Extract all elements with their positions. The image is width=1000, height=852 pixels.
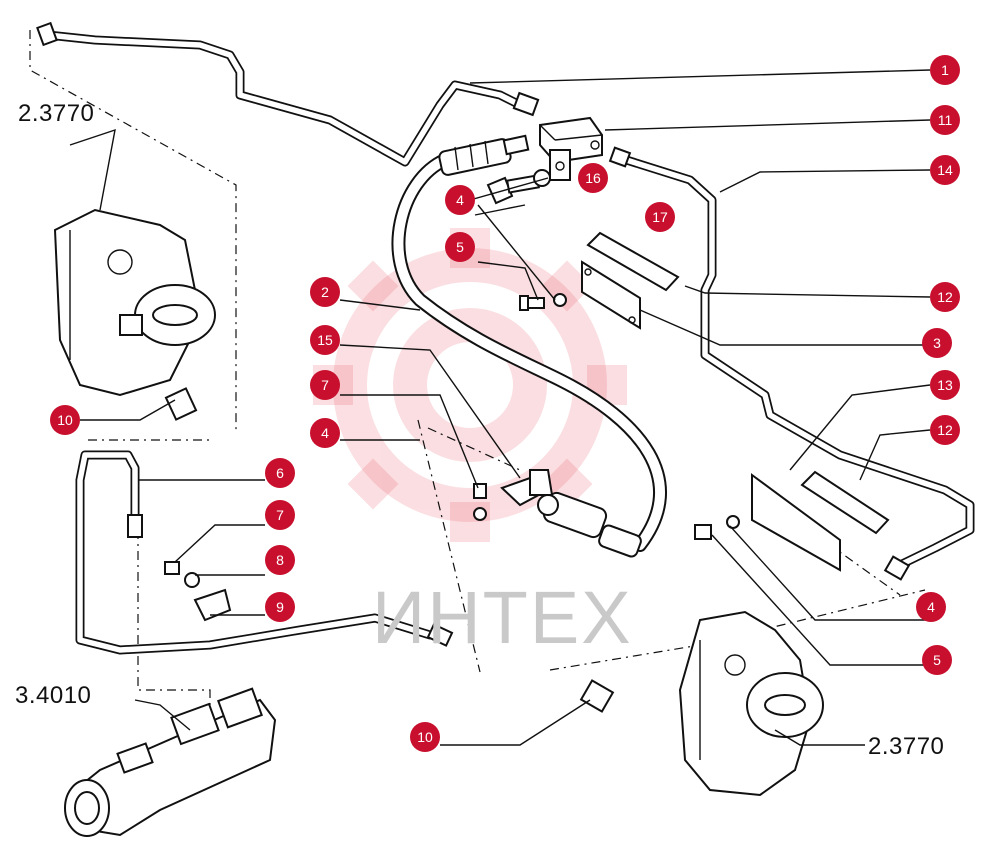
callout-10-lower: 10 xyxy=(410,722,440,752)
hose-fitting-upper xyxy=(438,134,530,176)
hose-fitting-lower xyxy=(537,491,642,558)
bolt-small xyxy=(519,293,567,311)
junction-block xyxy=(539,116,603,181)
pipe-end-fittings xyxy=(36,21,911,647)
flexible-hose xyxy=(391,153,667,552)
callout-7-center: 7 xyxy=(310,370,340,400)
pipe-sleeve-lower xyxy=(800,470,890,535)
leader-lines xyxy=(69,69,931,746)
caliper-reference-right: 2.3770 xyxy=(868,733,945,760)
upper-brake-pipe xyxy=(43,30,525,167)
brake-caliper-left xyxy=(53,208,216,397)
watermark-text: ИНТЕХ xyxy=(372,576,633,659)
right-brake-pipe xyxy=(615,153,975,570)
hose-bracket xyxy=(500,469,554,507)
callout-16: 16 xyxy=(578,163,608,193)
master-cylinder xyxy=(64,687,277,837)
callout-9: 9 xyxy=(265,592,295,622)
watermark-gear-icon xyxy=(333,248,607,522)
bolt-center xyxy=(473,483,487,521)
callout-5-upper: 5 xyxy=(445,232,475,262)
callout-10-left: 10 xyxy=(50,405,80,435)
callout-13: 13 xyxy=(930,370,960,400)
callout-1: 1 xyxy=(930,55,960,85)
bleeder-screw-left xyxy=(164,387,198,421)
bleeder-screw-right xyxy=(579,679,615,713)
pipe-sleeve-upper xyxy=(586,231,680,292)
callout-12-lower: 12 xyxy=(930,415,960,445)
left-brake-pipe xyxy=(75,450,435,655)
callout-2: 2 xyxy=(310,277,340,307)
callout-4-right: 4 xyxy=(916,592,946,622)
callout-4-upper: 4 xyxy=(445,185,475,215)
callout-5-right: 5 xyxy=(922,645,952,675)
bolt-upper xyxy=(486,169,551,205)
brake-caliper-right xyxy=(678,610,824,797)
master-cylinder-reference: 3.4010 xyxy=(15,682,92,709)
callout-11: 11 xyxy=(930,105,960,135)
callout-15: 15 xyxy=(310,325,340,355)
callout-7-left: 7 xyxy=(265,500,295,530)
bolt-right xyxy=(694,515,740,540)
rubber-plate xyxy=(581,260,641,330)
callout-3: 3 xyxy=(922,328,952,358)
callout-6: 6 xyxy=(265,458,295,488)
clip-parts-left xyxy=(164,561,232,622)
triangle-plate xyxy=(751,473,841,572)
callout-14: 14 xyxy=(930,155,960,185)
callout-17: 17 xyxy=(645,202,675,232)
callout-8: 8 xyxy=(265,545,295,575)
callout-12-upper: 12 xyxy=(930,282,960,312)
callout-4-center: 4 xyxy=(310,418,340,448)
caliper-reference-left: 2.3770 xyxy=(18,100,95,127)
